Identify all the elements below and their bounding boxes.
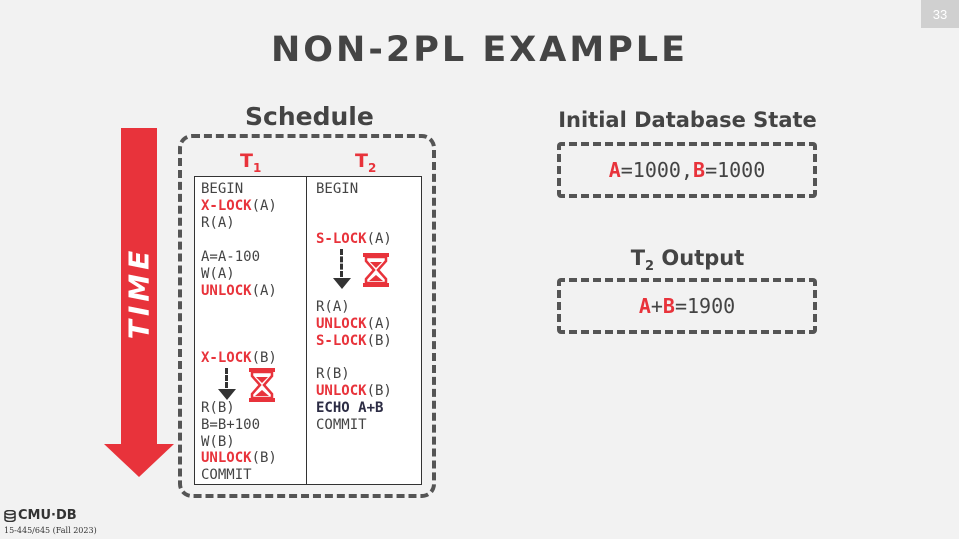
t2-unlock-a: UNLOCK(A) — [316, 316, 392, 332]
time-arrow-bar — [121, 128, 157, 446]
schedule-label: Schedule — [245, 102, 374, 131]
t2-slock-a: S-LOCK(A) — [316, 231, 392, 247]
schedule-box — [178, 134, 436, 498]
hourglass-icon — [363, 253, 389, 287]
time-label: TIME — [122, 246, 156, 340]
time-arrow-head — [104, 444, 174, 477]
slide-title: NON-2PL EXAMPLE — [270, 30, 689, 70]
t1-xlock-a: X-LOCK(A) — [201, 198, 277, 214]
t2-output-box: A+B=1900 — [557, 278, 817, 334]
t1-unlock-a: UNLOCK(A) — [201, 283, 277, 299]
t1-unlock-b: UNLOCK(B) — [201, 450, 277, 466]
database-icon — [4, 509, 16, 522]
t1-wait-arrow-head — [218, 389, 236, 400]
t1-write-a: W(A) — [201, 266, 235, 282]
initial-state-label: Initial Database State — [558, 108, 817, 132]
course-label: 15-445/645 (Fall 2023) — [4, 526, 97, 535]
t2-output-label: T2 Output — [630, 246, 745, 275]
slide-number: 33 — [921, 0, 959, 28]
t2-begin: BEGIN — [316, 181, 359, 197]
t2-commit: COMMIT — [316, 417, 367, 433]
t2-heading: T2 — [355, 150, 377, 175]
t1-compute-b: B=B+100 — [201, 417, 261, 433]
initial-state-box: A=1000, B=1000 — [557, 142, 817, 198]
t2-unlock-b: UNLOCK(B) — [316, 383, 392, 399]
t1-write-b: W(B) — [201, 434, 235, 450]
t2-echo: ECHO A+B — [316, 400, 384, 416]
t1-commit: COMMIT — [201, 467, 252, 483]
t1-read-b: R(B) — [201, 400, 235, 416]
t2-wait-arrow-shaft — [340, 249, 346, 277]
t1-wait-arrow-shaft — [225, 368, 231, 388]
column-divider — [306, 177, 307, 484]
hourglass-icon — [249, 368, 275, 402]
t1-xlock-b: X-LOCK(B) — [201, 350, 277, 366]
t1-begin: BEGIN — [201, 181, 244, 197]
t2-slock-b: S-LOCK(B) — [316, 333, 392, 349]
cmu-db-logo: CMU·DB — [4, 508, 77, 523]
t1-compute-a: A=A-100 — [201, 249, 261, 265]
t1-read-a: R(A) — [201, 215, 235, 231]
schedule-table — [194, 176, 422, 485]
t2-read-b: R(B) — [316, 366, 350, 382]
t2-wait-arrow-head — [333, 278, 351, 289]
t2-read-a: R(A) — [316, 299, 350, 315]
t1-heading: T1 — [240, 150, 262, 175]
